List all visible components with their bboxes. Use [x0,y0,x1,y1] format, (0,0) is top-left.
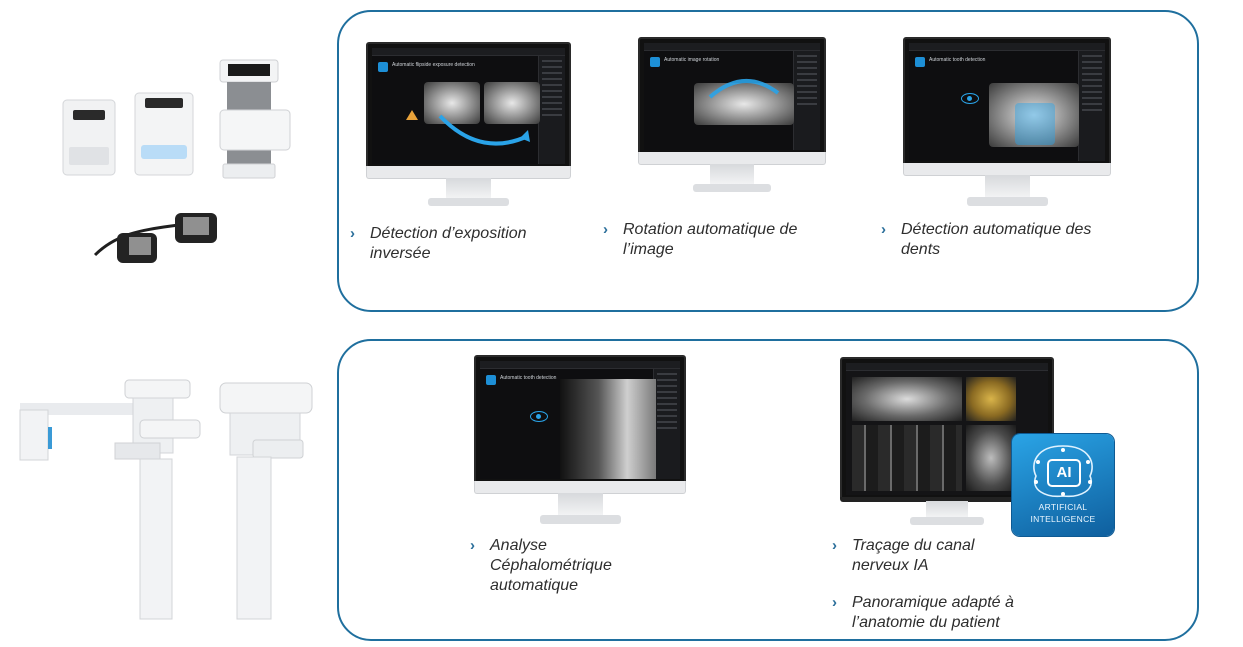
software-screen [846,363,1048,495]
artificial-intelligence-badge: AI ARTIFICIAL INTELLIGENCE [1012,434,1114,536]
xray-image [424,82,480,124]
screen-title: Automatic tooth detection [929,57,986,63]
ceph-xray-image [560,379,656,479]
ai-core-label: AI [1047,459,1081,487]
screen-title: Automatic image rotation [664,57,720,63]
cross-section-views [852,425,962,491]
ai-brain-icon [1033,445,1093,498]
xray-image-flipped [484,82,540,124]
monitor-image-rotation: Automatic image rotation [638,37,826,195]
panoramic-xray-units [19,379,313,620]
detected-tooth-highlight [1015,103,1055,145]
eye-icon [961,93,979,104]
chevron-right-icon: › [603,221,608,238]
monitor-flipside-detection: Automatic flipside exposure detection [366,42,571,207]
monitor-tooth-detection: Automatic tooth detection [903,37,1111,209]
monitor-cbct-nerve-tracing [840,357,1054,527]
app-icon [378,62,388,72]
chevron-right-icon: › [470,537,475,554]
screen-title: Automatic flipside exposure detection [392,62,475,68]
panoramic-view [852,377,962,421]
chevron-right-icon: › [832,537,837,554]
chevron-right-icon: › [350,225,355,242]
software-screen: Automatic tooth detection [909,43,1105,161]
chevron-right-icon: › [832,594,837,611]
app-icon [650,57,660,67]
app-icon [486,375,496,385]
software-screen: Automatic tooth detection [480,361,680,479]
rotation-arrow-icon [708,79,780,99]
axial-view [966,425,1016,491]
monitor-ceph-analysis: Automatic tooth detection [474,355,686,527]
xray-image [989,83,1079,147]
screen-title: Automatic tooth detection [500,375,557,381]
eye-icon [530,411,548,422]
xray-image [694,83,794,125]
3d-render-view [966,377,1016,421]
chevron-right-icon: › [881,221,886,238]
software-screen: Automatic flipside exposure detection [372,48,565,164]
intraoral-scanner-devices [62,59,291,263]
rotation-arrow-icon [406,110,530,146]
app-icon [915,57,925,67]
software-screen: Automatic image rotation [644,43,820,150]
